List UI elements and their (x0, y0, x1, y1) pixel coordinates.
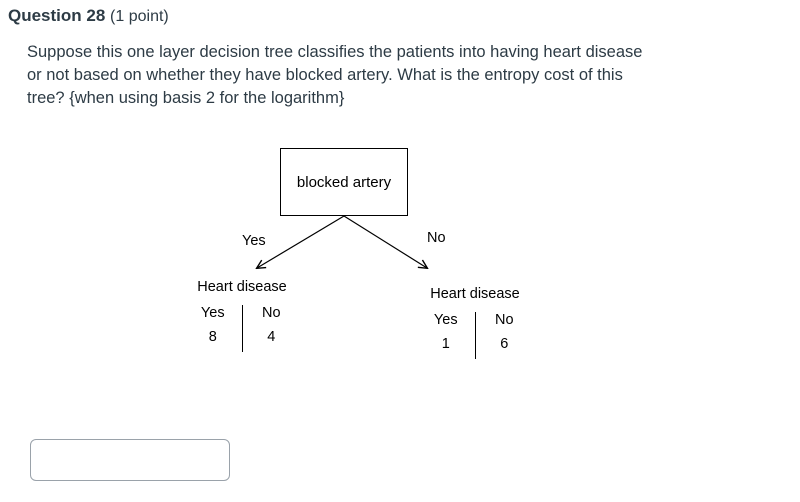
branch-label-no: No (427, 230, 446, 246)
root-node-blocked-artery: blocked artery (280, 148, 408, 216)
leaf-column-no: No 4 (243, 305, 301, 352)
leaf-count-table: Yes 1 No 6 (417, 312, 533, 359)
answer-input[interactable] (30, 439, 230, 481)
leaf-title: Heart disease (430, 286, 520, 302)
question-text: Suppose this one layer decision tree cla… (27, 41, 642, 110)
leaf-column-label: No (261, 305, 281, 321)
leaf-count-value: 4 (267, 329, 276, 345)
question-title: Question 28 (8, 6, 106, 25)
leaf-column-divider (474, 312, 476, 359)
leaf-count-table: Yes 8 No 4 (184, 305, 300, 352)
leaf-column-divider (241, 305, 243, 352)
question-text-line: Suppose this one layer decision tree cla… (27, 43, 643, 61)
leaf-title: Heart disease (197, 279, 287, 295)
question-text-line: or not based on whether they have blocke… (27, 66, 623, 84)
leaf-node-right: Heart disease Yes 1 No 6 (417, 286, 533, 359)
question-text-line: tree? {when using basis 2 for the logari… (27, 89, 345, 107)
branch-arrow-left (257, 215, 345, 268)
root-node-label: blocked artery (296, 173, 392, 191)
branch-label-yes: Yes (242, 233, 266, 249)
question-header: Question 28 (1 point) (8, 6, 169, 26)
leaf-column-yes: Yes 8 (184, 305, 242, 352)
leaf-column-yes: Yes 1 (417, 312, 475, 359)
leaf-column-no: No 6 (476, 312, 534, 359)
question-points: (1 point) (110, 8, 169, 25)
leaf-node-left: Heart disease Yes 8 No 4 (184, 279, 300, 352)
leaf-count-value: 6 (500, 336, 509, 352)
leaf-count-value: 1 (441, 336, 450, 352)
branch-arrow-right (343, 215, 427, 268)
leaf-column-label: Yes (433, 312, 458, 328)
leaf-column-label: No (494, 312, 514, 328)
decision-tree-diagram: blocked artery Yes No Heart disease Yes … (184, 148, 533, 359)
leaf-count-value: 8 (208, 329, 217, 345)
leaf-column-label: Yes (200, 305, 225, 321)
